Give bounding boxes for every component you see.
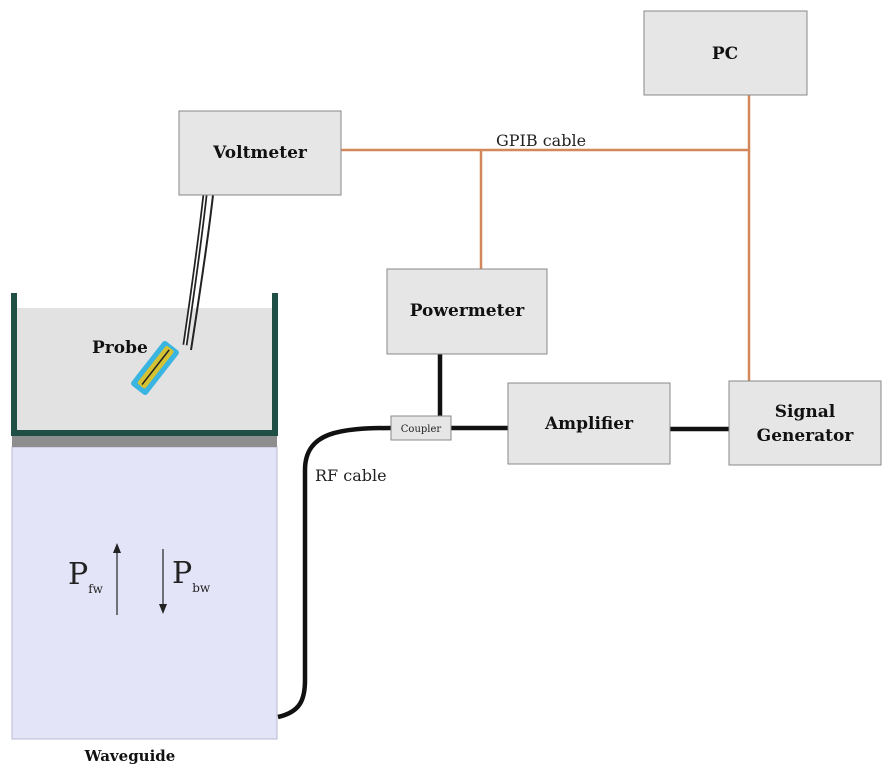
amplifier-label: Amplifier [544,414,634,434]
probe-label: Probe [92,338,148,358]
p-backward-subscript: bw [192,581,211,595]
p-forward-symbol: P [68,557,88,592]
signal-generator-box: Signal Generator [728,380,882,466]
waveguide-body [11,446,278,740]
waveguide-label: Waveguide [84,747,176,765]
p-forward-subscript: fw [88,582,103,596]
gpib-cable-label: GPIB cable [496,131,586,150]
svg-text:Pfw: Pfw [68,557,104,596]
rf-cable [277,425,392,720]
coupler-label: Coupler [401,424,442,435]
amplifier-box: Amplifier [507,382,671,465]
probe [131,340,179,396]
powermeter-box: Powermeter [386,268,548,355]
waveguide-separator [12,435,277,447]
probe-cable [182,194,214,351]
signal-generator-label-line1: Signal [775,402,836,422]
tank-wall [11,293,278,436]
voltmeter-box: Voltmeter [178,110,342,196]
voltmeter-label: Voltmeter [212,143,308,163]
backward-power-indicator: Pbw [159,549,211,614]
pc-box: PC [643,10,808,96]
coupler-box: Coupler [390,415,452,441]
svg-text:Pbw: Pbw [172,556,211,595]
p-backward-symbol: P [172,556,192,591]
pc-label: PC [712,44,738,64]
gpib-cable [341,95,751,381]
powermeter-label: Powermeter [410,301,526,321]
forward-power-indicator: Pfw [68,543,121,615]
rf-cable-label: RF cable [315,466,387,485]
signal-generator-label-line2: Generator [757,426,855,446]
